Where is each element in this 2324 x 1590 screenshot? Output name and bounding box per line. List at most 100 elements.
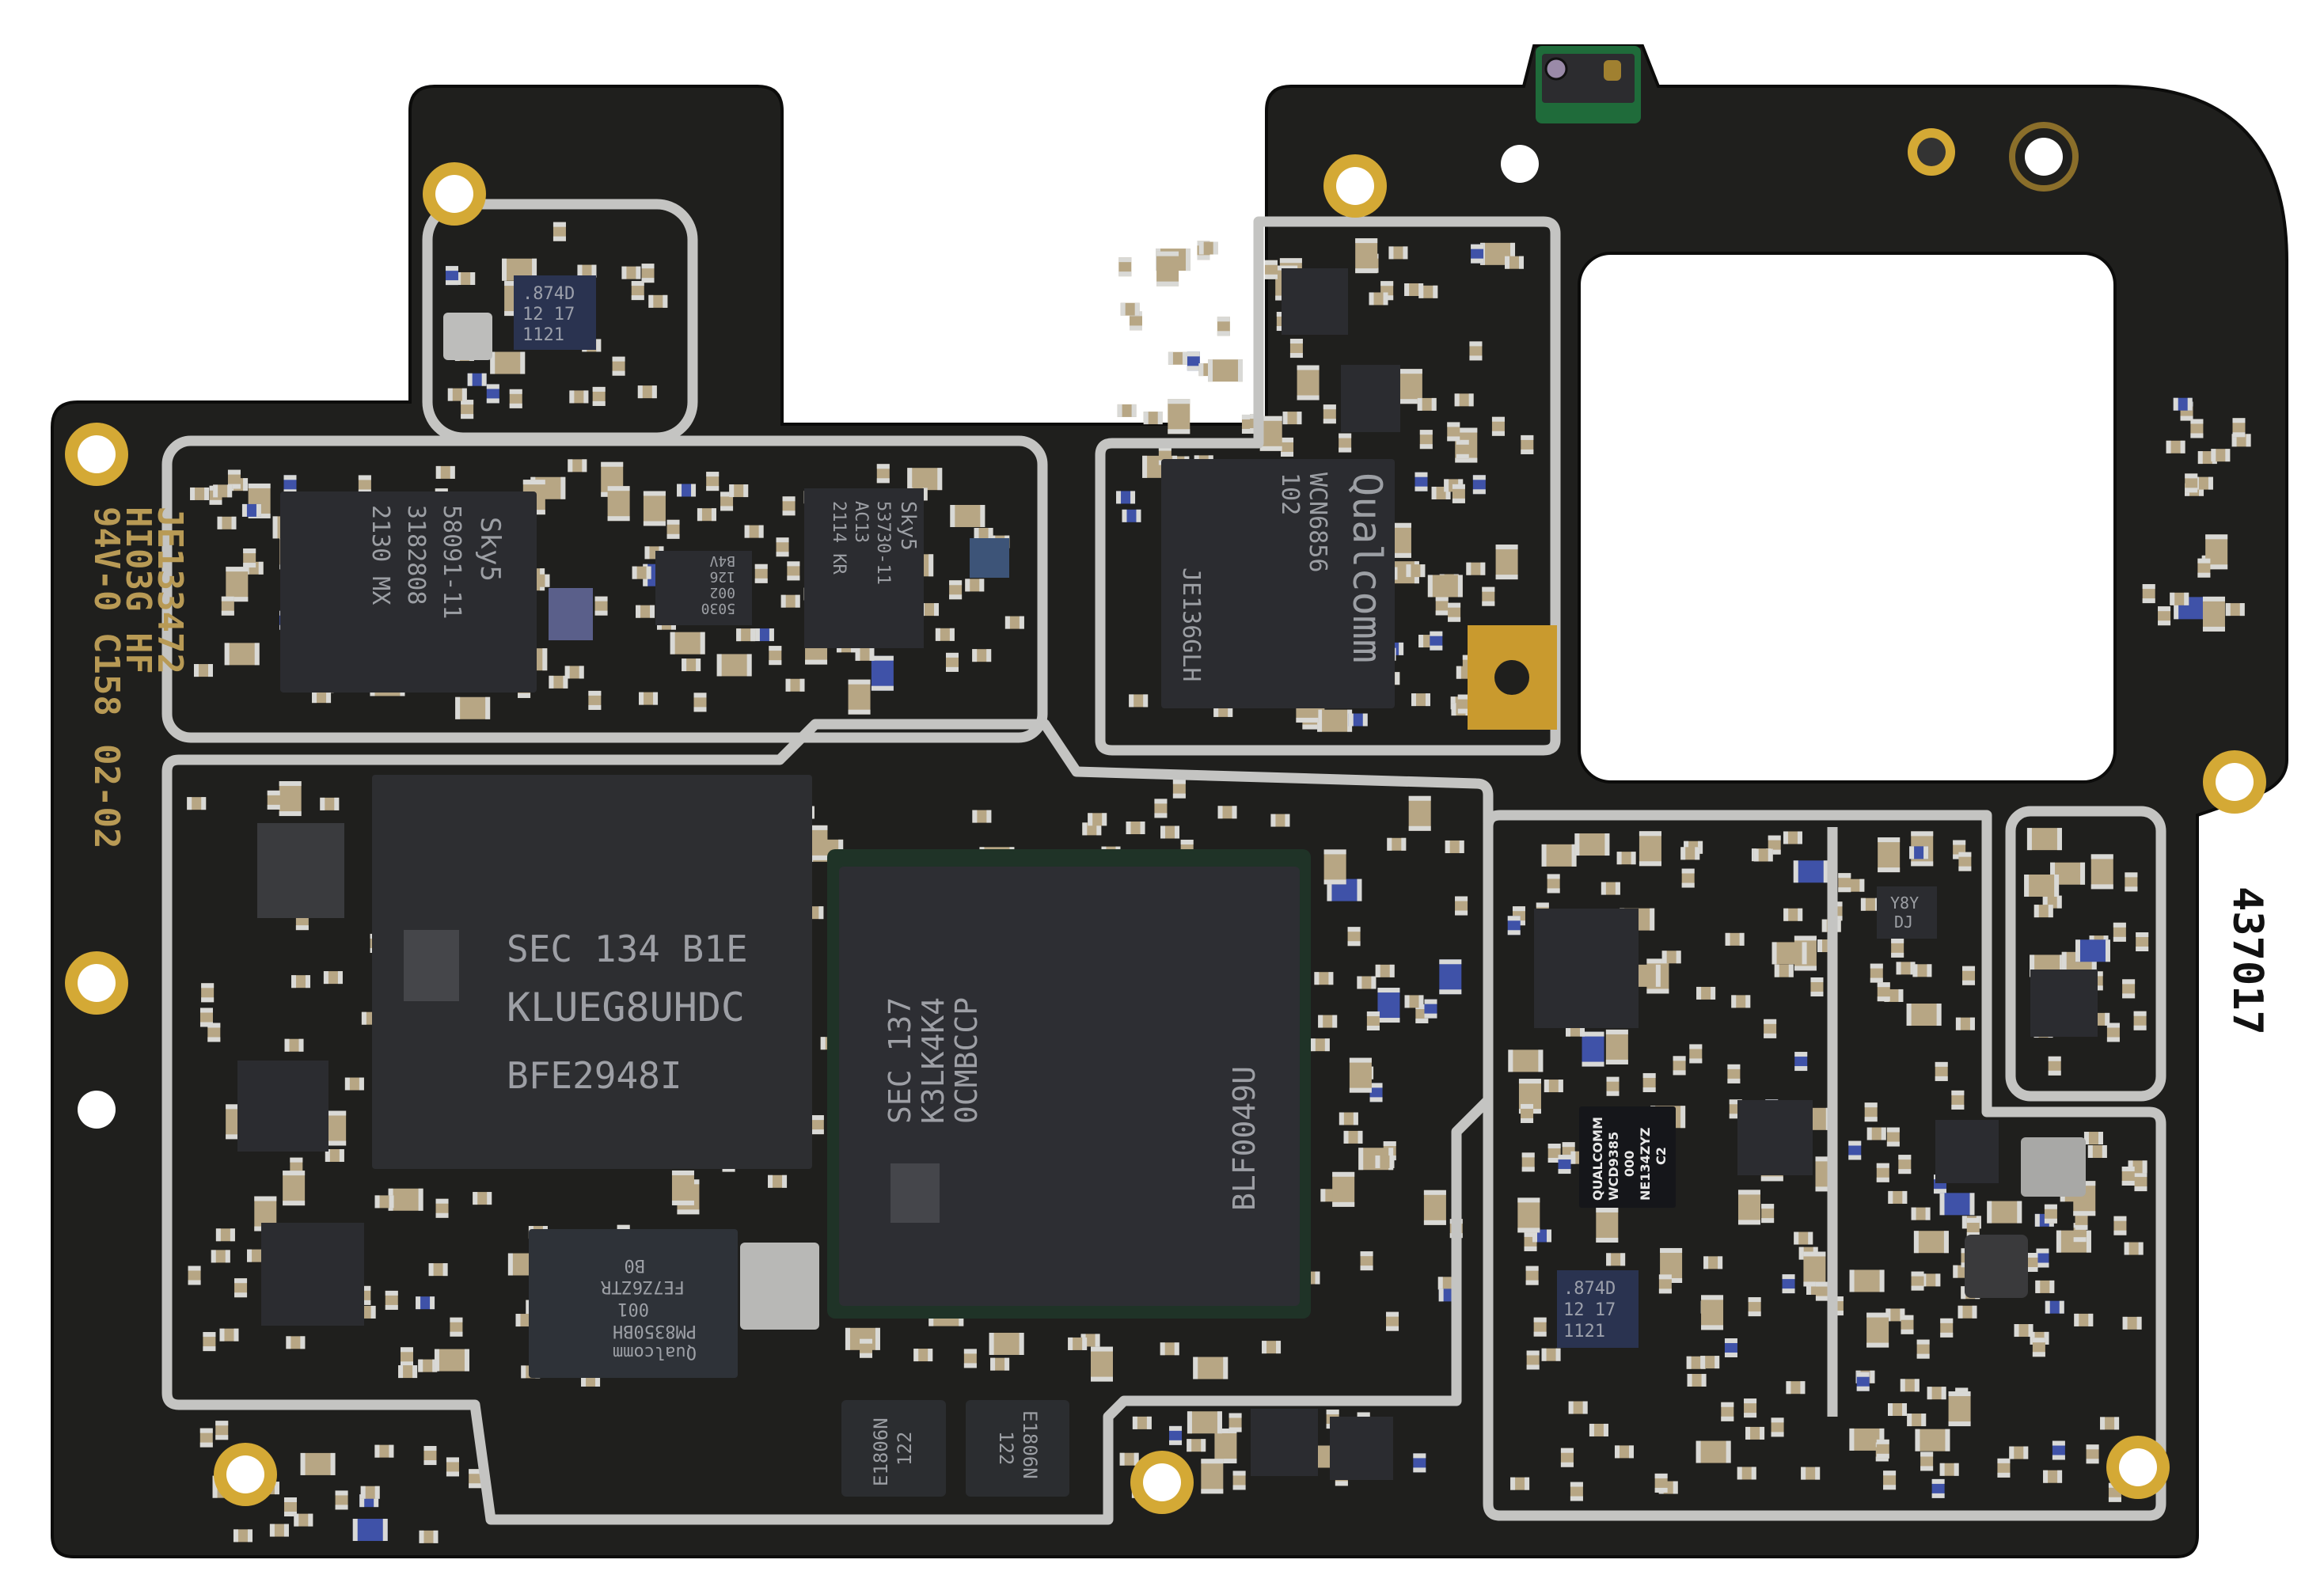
passive-component xyxy=(2185,473,2198,493)
silkscreen-left: JE133472 HI03G HF 94V-0 C158 02-02 xyxy=(86,507,190,848)
passive-component xyxy=(455,696,491,719)
passive-component xyxy=(1913,1231,1949,1254)
chip-marking: DJ xyxy=(1894,913,1913,932)
passive-component xyxy=(2075,939,2110,962)
passive-component xyxy=(1532,1229,1552,1243)
passive-component xyxy=(267,790,280,810)
passive-component xyxy=(1544,1080,1563,1093)
passive-component xyxy=(1377,988,1400,1023)
passive-component xyxy=(1508,1049,1544,1072)
chip-marking: 126 xyxy=(709,568,735,585)
passive-component xyxy=(855,647,875,661)
passive-component xyxy=(2087,1145,2107,1159)
passive-component xyxy=(1786,1381,1806,1395)
chip-2d-barcode xyxy=(404,930,459,1001)
passive-component xyxy=(1724,1338,1737,1358)
microphone xyxy=(2021,1137,2086,1197)
passive-component xyxy=(744,525,764,538)
passive-component xyxy=(1168,351,1187,365)
passive-component xyxy=(2036,1248,2049,1268)
chip-marking: 12 17 xyxy=(522,305,575,324)
passive-component xyxy=(234,1278,248,1298)
passive-component xyxy=(1355,238,1378,274)
passive-component xyxy=(1132,1416,1152,1429)
passive-component xyxy=(1761,1204,1775,1224)
passive-component xyxy=(769,646,782,666)
passive-component xyxy=(1877,982,1890,1002)
passive-component xyxy=(1541,1348,1561,1361)
passive-component xyxy=(2035,1280,2055,1293)
chip-874d-lower: .874D 12 17 1121 xyxy=(1557,1270,1639,1348)
passive-component xyxy=(1387,837,1407,851)
passive-component xyxy=(1187,351,1200,371)
passive-component xyxy=(2025,1253,2038,1273)
passive-component xyxy=(188,1266,201,1285)
passive-component xyxy=(1455,896,1468,916)
passive-component xyxy=(461,400,474,419)
passive-component xyxy=(2170,592,2189,605)
passive-component xyxy=(1764,1019,1777,1038)
passive-component xyxy=(1654,1473,1668,1493)
passive-component xyxy=(963,1349,977,1368)
passive-component xyxy=(1091,1346,1114,1382)
chip-marking: Sky5 xyxy=(474,517,506,582)
passive-component xyxy=(203,1332,216,1352)
passive-component xyxy=(1339,1112,1358,1125)
passive-component xyxy=(418,1359,438,1372)
passive-component xyxy=(697,508,716,522)
passive-component xyxy=(1574,833,1610,856)
passive-component xyxy=(1406,564,1426,578)
passive-component xyxy=(1228,1413,1242,1433)
passive-component xyxy=(1217,806,1237,819)
chip-small xyxy=(2030,970,2098,1037)
passive-component xyxy=(1696,986,1716,1000)
passive-component xyxy=(1323,849,1346,885)
passive-component xyxy=(1413,1453,1426,1473)
passive-component xyxy=(1452,484,1465,503)
passive-component xyxy=(398,1365,418,1379)
passive-component xyxy=(1154,799,1168,818)
passive-component xyxy=(467,373,487,386)
chip-marking: C2 xyxy=(1654,1147,1669,1165)
passive-component xyxy=(1891,938,1904,958)
passive-component xyxy=(215,1228,235,1242)
passive-component xyxy=(2190,419,2204,438)
passive-component xyxy=(568,459,587,472)
passive-component xyxy=(913,1349,933,1362)
passive-component xyxy=(1558,1155,1571,1174)
passive-component xyxy=(1521,1103,1534,1123)
passive-component xyxy=(2134,1172,2147,1192)
passive-component xyxy=(1951,1090,1965,1110)
passive-component xyxy=(269,1524,289,1537)
passive-component xyxy=(1193,1357,1228,1379)
passive-component xyxy=(1004,616,1024,629)
passive-component xyxy=(1388,246,1408,260)
passive-component xyxy=(227,469,241,489)
passive-component xyxy=(1687,1373,1707,1387)
chip-marking: 3182808 xyxy=(402,505,430,605)
passive-component xyxy=(1521,1152,1535,1172)
mounting-hole xyxy=(2106,1436,2170,1499)
passive-component xyxy=(2024,874,2060,897)
mounting-hole xyxy=(2203,750,2266,814)
passive-component xyxy=(1748,1297,1761,1317)
passive-component xyxy=(1281,437,1294,457)
mounting-hole xyxy=(1501,145,1539,183)
passive-component xyxy=(1466,562,1486,575)
chip-marking: WCD9385 xyxy=(1606,1132,1621,1201)
chip-2d-barcode xyxy=(890,1163,940,1223)
shield-main xyxy=(161,719,1494,1525)
sensor-lens-icon xyxy=(1544,57,1568,81)
passive-component xyxy=(1404,995,1424,1008)
passive-component xyxy=(2225,603,2245,617)
passive-component xyxy=(224,643,260,666)
passive-component xyxy=(473,1192,492,1205)
passive-component xyxy=(785,678,805,692)
passive-component xyxy=(201,983,215,1003)
passive-component xyxy=(1948,1391,1971,1427)
passive-component xyxy=(729,484,749,498)
passive-component xyxy=(2124,1242,2144,1255)
passive-component xyxy=(1962,966,1976,985)
passive-component xyxy=(2205,534,2228,570)
passive-component xyxy=(1815,1281,1828,1301)
